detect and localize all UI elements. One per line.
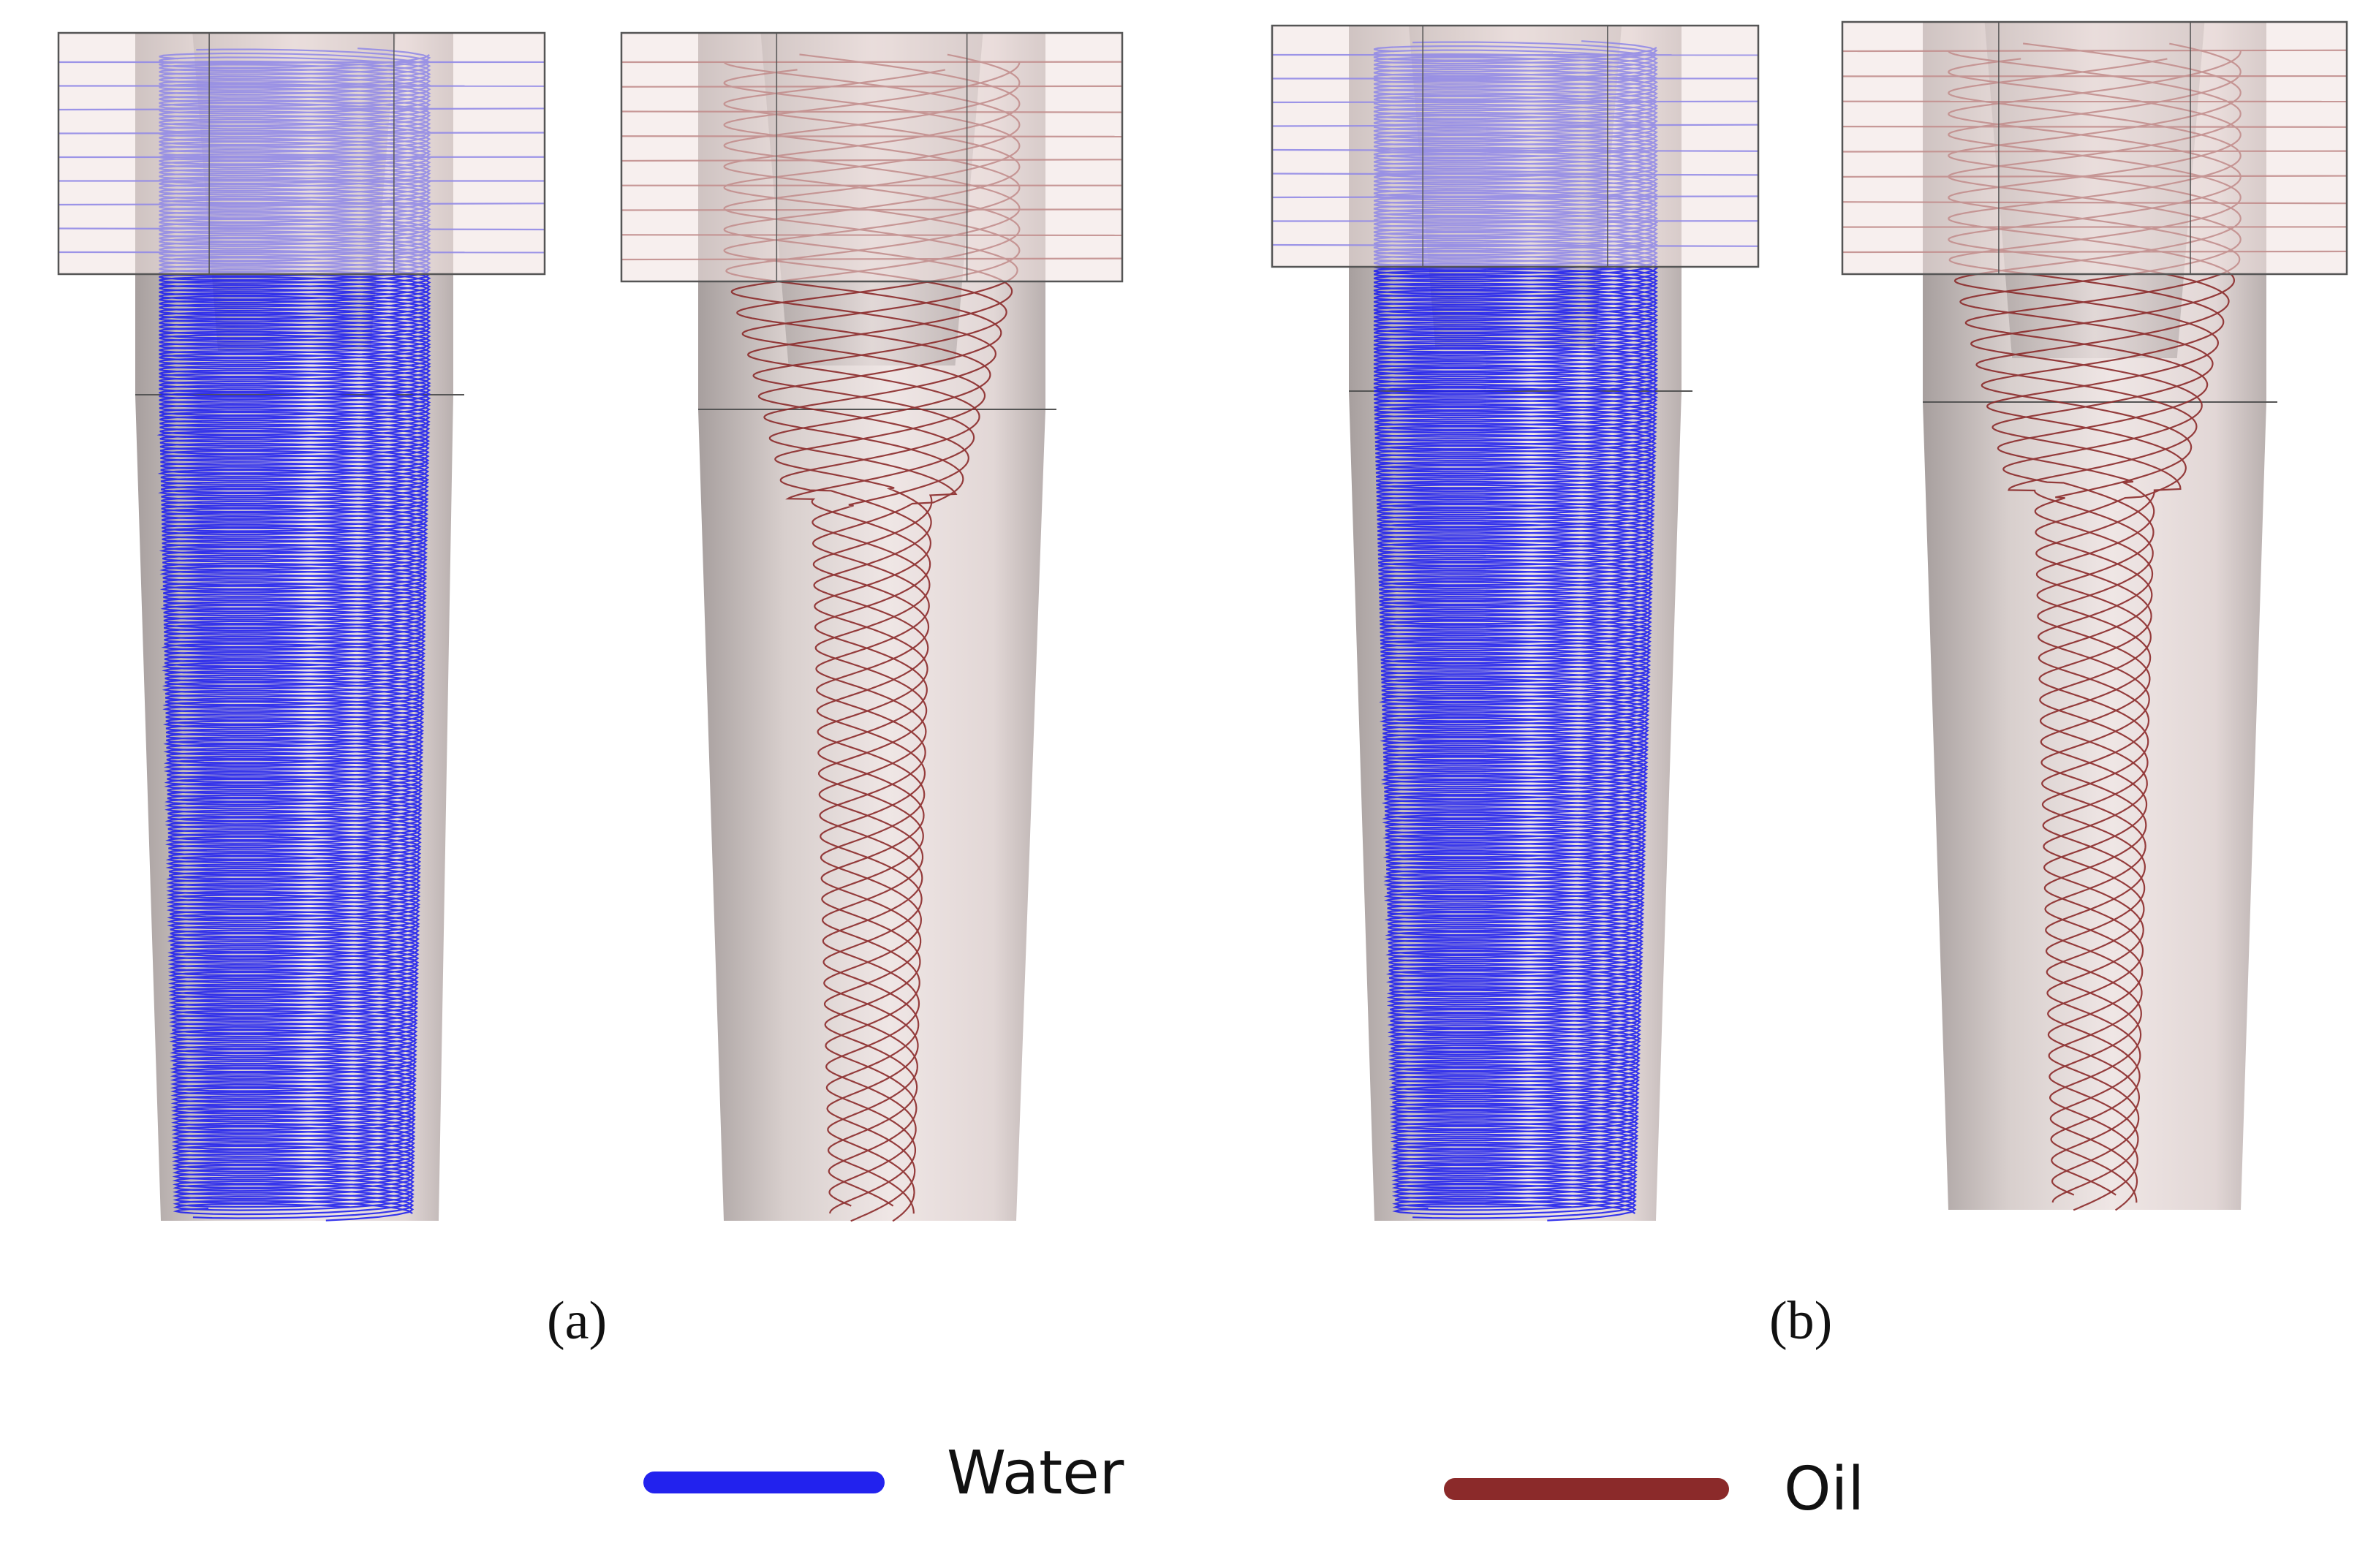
panel-a-water-view xyxy=(57,31,546,1222)
panel-b-oil-view xyxy=(1841,20,2348,1211)
cyclone-body xyxy=(698,33,1045,1221)
inlet-box xyxy=(57,31,546,276)
inlet-box xyxy=(620,31,1124,283)
oil-legend-label: Oil xyxy=(1784,1455,1865,1524)
panel-a-label: (a) xyxy=(547,1291,608,1351)
cyclone-body xyxy=(1923,22,2266,1210)
panel-b-water-view xyxy=(1271,24,1760,1222)
water-legend-label: Water xyxy=(947,1439,1124,1508)
inlet-box xyxy=(1271,24,1760,268)
water-legend-swatch xyxy=(643,1472,885,1493)
panel-a-oil-view xyxy=(620,31,1124,1222)
oil-legend-swatch xyxy=(1444,1478,1729,1500)
panel-b-label: (b) xyxy=(1769,1291,1833,1351)
hydrocyclone-renderings xyxy=(57,20,2348,1222)
inlet-box xyxy=(1841,20,2348,276)
